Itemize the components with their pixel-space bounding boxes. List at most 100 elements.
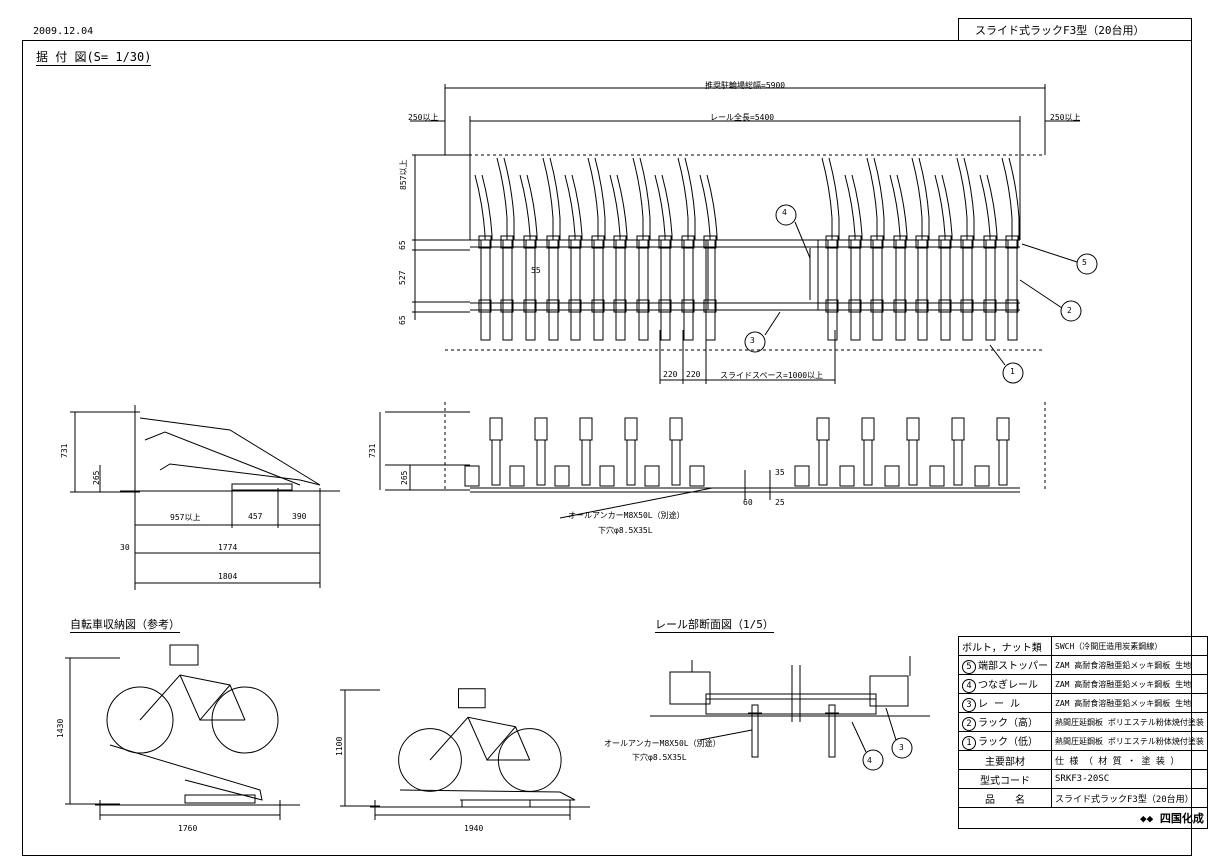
rack [503, 157, 515, 240]
part-number: 5 [962, 659, 976, 674]
model-label: 型式コード [958, 769, 1052, 789]
plan-view [410, 84, 1098, 384]
callout-circle [775, 204, 797, 226]
rack-high [624, 417, 638, 441]
rack-base [917, 239, 928, 341]
bike-dim-1430: 1430 [56, 718, 65, 738]
rack-clamp [893, 299, 907, 313]
rack-clamp [546, 299, 560, 313]
rack-clamp [870, 235, 884, 249]
rack-clamp [983, 299, 997, 313]
part-spec: SWCH（冷間圧造用炭素鋼線） [1051, 636, 1208, 656]
rack-base [850, 239, 861, 341]
rack [564, 174, 576, 240]
front-view [379, 402, 1046, 519]
dim-65-bottom: 65 [398, 315, 407, 325]
rack [571, 174, 583, 240]
rail-section [650, 656, 930, 771]
part-spec: 熱間圧延鋼板 ポリエステル粉体焼付塗装 [1051, 712, 1208, 732]
rack [677, 157, 689, 240]
rack-post [818, 439, 828, 486]
callout-2: 2 [1067, 306, 1072, 315]
rack [1008, 157, 1020, 240]
rail-callout-3: 3 [899, 743, 904, 752]
rack-post [491, 439, 501, 486]
rail-anchor-note-2: 下穴φ8.5X35L [632, 753, 687, 762]
rack-base [705, 239, 716, 341]
rack-clamp [478, 299, 492, 313]
callout-circle [1076, 253, 1098, 275]
rack-base [525, 239, 536, 341]
rack-clamp [568, 235, 582, 249]
rack-clamp [848, 299, 862, 313]
rack-base [593, 239, 604, 341]
bike-wheel [106, 686, 174, 754]
rack-low [599, 465, 615, 487]
rack-low [464, 465, 480, 487]
part-name: レ ー ル [978, 698, 1021, 710]
bike-frame [139, 674, 246, 721]
rack-clamp [681, 299, 695, 313]
bike-basket [458, 688, 486, 709]
rack-base [895, 239, 906, 341]
product-label: 品 名 [958, 788, 1052, 808]
leader [764, 311, 781, 336]
table-row: ◆◆ 四国化成 [958, 807, 1208, 829]
callout-1: 1 [1010, 367, 1015, 376]
part-name: つなぎレール [978, 679, 1038, 691]
side-dim-30: 30 [120, 543, 130, 552]
rack-clamp [658, 299, 672, 313]
bike-view-title: 自転車収納図（参考） [70, 618, 180, 633]
leader [1021, 243, 1078, 263]
rack-high-profile [139, 417, 321, 486]
rack-post [998, 439, 1008, 486]
rack [873, 157, 885, 240]
rack-clamp [703, 299, 717, 313]
rack-post [536, 439, 546, 486]
rack [549, 157, 561, 240]
side-dim-265: 265 [92, 470, 101, 485]
rack-low [974, 465, 990, 487]
rack-high-profile [144, 431, 301, 486]
bike-dim-1100: 1100 [335, 736, 344, 756]
callout-3: 3 [750, 336, 755, 345]
dim-527: 527 [398, 270, 407, 285]
rack [934, 174, 946, 240]
rack [896, 174, 908, 240]
rack-high [861, 417, 875, 441]
rack-clamp [870, 299, 884, 313]
part-number: 2 [962, 716, 976, 731]
table-row: 型式コード SRKF3-20SC [958, 769, 1208, 789]
rack [496, 157, 508, 240]
rack [684, 157, 696, 240]
rack [661, 174, 673, 240]
part-name: ラック（高） [978, 717, 1038, 729]
rack-clamp [983, 235, 997, 249]
product-value: スライド式ラックF3型（20台用） [1051, 788, 1208, 808]
rack-clamp [1005, 235, 1019, 249]
rack-high [951, 417, 965, 441]
part-spec: ZAM 高耐食溶融亜鉛メッキ鋼板 生地 [1051, 655, 1208, 675]
rack-post [863, 439, 873, 486]
leader [989, 344, 1006, 366]
callout-circle [1002, 362, 1024, 384]
rack [821, 157, 833, 240]
rack [526, 174, 538, 240]
rack-clamp [960, 235, 974, 249]
dim-slide-space: スライドスペース=1000以上 [720, 371, 824, 380]
rack-ramp [109, 744, 263, 801]
rack-clamp [703, 235, 717, 249]
dim-65-top: 65 [398, 240, 407, 250]
bike-basket [169, 644, 199, 666]
part-number: 3 [962, 697, 976, 712]
rack-clamp [591, 235, 605, 249]
anchor-bolt [751, 704, 759, 758]
rack [542, 157, 554, 240]
side-dim-1774: 1774 [218, 543, 238, 552]
rack-clamp [915, 235, 929, 249]
main-parts-value: 仕 様 （ 材 質 ・ 塗 装 ） [1051, 750, 1208, 770]
